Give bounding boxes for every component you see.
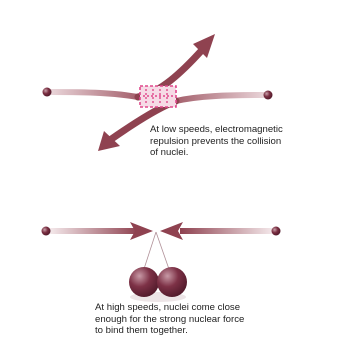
left-nucleus-low bbox=[43, 88, 52, 97]
high-speed-caption-line-3: to bind them together. bbox=[95, 325, 244, 337]
high-speed-caption-line-2: enough for the strong nuclear force bbox=[95, 314, 244, 326]
low-speed-caption-line-2: repulsion prevents the collision bbox=[150, 136, 283, 148]
bound-nucleus-right bbox=[157, 267, 187, 297]
guide-line-left bbox=[143, 232, 156, 272]
low-speed-caption-line-1: At low speeds, electromagnetic bbox=[150, 124, 283, 136]
guide-line-right bbox=[156, 232, 170, 272]
high-speed-caption: At high speeds, nuclei come close enough… bbox=[95, 302, 244, 337]
high-speed-scene bbox=[42, 222, 281, 302]
low-speed-caption: At low speeds, electromagnetic repulsion… bbox=[150, 124, 283, 159]
right-arrowhead bbox=[160, 222, 183, 240]
low-speed-caption-line-3: of nuclei. bbox=[150, 147, 283, 159]
right-nucleus-high bbox=[272, 227, 281, 236]
left-nucleus-high bbox=[42, 227, 51, 236]
repulsion-field bbox=[140, 86, 176, 107]
right-arrow-shaft bbox=[180, 228, 275, 234]
bound-nucleus-pair bbox=[129, 267, 187, 302]
left-arrow-shaft bbox=[48, 228, 138, 234]
left-incoming-path bbox=[50, 92, 138, 97]
bound-nucleus-left bbox=[129, 267, 159, 297]
right-incoming-path bbox=[176, 95, 266, 101]
high-speed-caption-line-1: At high speeds, nuclei come close bbox=[95, 302, 244, 314]
right-nucleus-low bbox=[264, 91, 273, 100]
